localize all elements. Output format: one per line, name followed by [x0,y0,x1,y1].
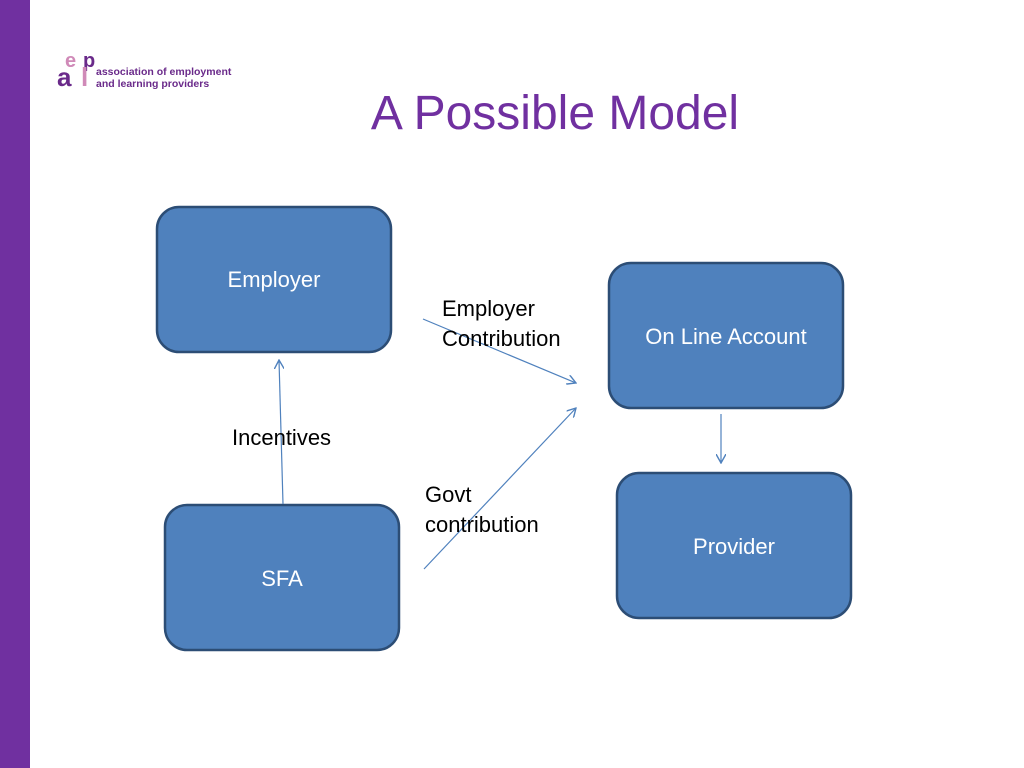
online-account-node: On Line Account [607,261,845,410]
provider-node: Provider [615,471,853,620]
govt-contribution-label-line-1: Govt [425,482,472,507]
aelp-logo: e p a l association of employment and le… [56,48,256,100]
provider-node-label: Provider [693,534,775,559]
incentives-arrow [279,360,283,505]
incentives-label: Incentives [232,425,332,450]
employer-contribution-label-line-1: Employer [442,296,535,321]
logo-text: association of employment and learning p… [96,66,231,90]
employer-contribution-arrow [422,318,576,383]
aelp-logo-mark: e p a l [57,50,95,92]
employer-node-label: Employer [228,267,321,292]
govt-contribution-label: Govt contribution [425,480,539,540]
slide-title: A Possible Model [370,87,740,140]
logo-letter-p: p [83,50,95,72]
logo-letter-a: a [57,62,72,92]
side-bar [0,0,30,768]
online-account-node-label: On Line Account [645,324,806,349]
employer-contribution-label-line-2: Contribution [442,326,561,351]
employer-node: Employer [155,205,393,354]
govt-contribution-arrow [423,408,576,570]
sfa-node: SFA [163,503,401,652]
logo-letter-e: e [65,50,76,72]
govt-contribution-label-line-2: contribution [425,512,539,537]
sfa-node-label: SFA [261,566,303,591]
employer-contribution-label: Employer Contribution [442,294,561,354]
logo-text-line-1: association of employment [96,66,232,78]
logo-letter-l: l [81,62,88,92]
logo-text-line-2: and learning providers [96,78,210,90]
